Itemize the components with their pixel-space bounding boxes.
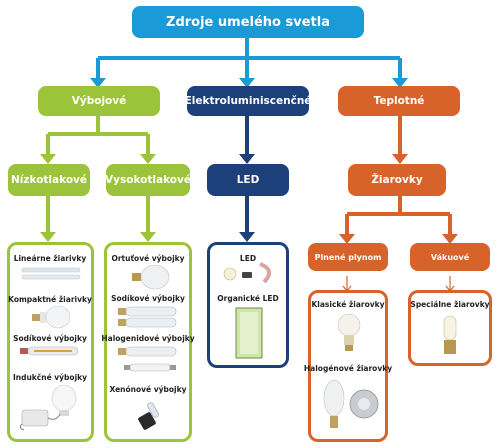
high-pressure-list (104, 242, 192, 442)
category-discharge: Výbojové (38, 86, 160, 116)
sodium-hp-lamp-image (118, 306, 177, 328)
list-item: Sodíkové výbojky (13, 334, 87, 343)
subcategory-low-pressure: Nízkotlakové (8, 164, 90, 196)
root-title: Zdroje umelého svetla (132, 6, 364, 38)
list-item: Halogénové žiarovky (303, 364, 393, 373)
list-item: Klasické žiarovky (311, 300, 385, 309)
subcategory-gas-filled: Plnené plynom (308, 243, 388, 271)
sodium-lamp-image (20, 346, 79, 356)
list-item: Organické LED (217, 294, 279, 303)
list-item: LED (239, 254, 257, 263)
linear-tube-image (21, 267, 81, 280)
subcategory-vacuum: Vákuové (410, 243, 490, 271)
induction-lamp-image (19, 384, 77, 431)
category-thermal: Teplotné (338, 86, 460, 116)
special-bulb-image (443, 315, 457, 354)
list-item: Sodíkové výbojky (111, 294, 185, 303)
list-item: Indukčné výbojky (12, 373, 88, 382)
category-electroluminescent: Elektroluminiscenčné (185, 86, 311, 116)
list-item: Speciálne žiarovky (410, 300, 490, 309)
led-image (223, 262, 272, 284)
list-item: Lineárne žiarivky (13, 254, 87, 263)
list-item: Kompaktné žiarivky (8, 295, 92, 304)
oled-panel-image (235, 307, 263, 359)
compact-bulb-image (32, 305, 70, 329)
metal-halide-lamp-image (118, 346, 177, 372)
halogen-bulb-image (323, 379, 379, 428)
list-item: Halogenidové výbojky (101, 334, 195, 343)
mercury-lamp-image (132, 264, 170, 290)
subcategory-bulbs: Žiarovky (348, 164, 446, 196)
list-item: Xenónové výbojky (109, 385, 187, 394)
subcategory-led: LED (207, 164, 289, 196)
xenon-lamp-image (138, 402, 159, 430)
classic-bulb-image (337, 313, 361, 351)
list-item: Ortuťové výbojky (111, 254, 185, 263)
subcategory-high-pressure: Vysokotlakové (105, 164, 191, 196)
